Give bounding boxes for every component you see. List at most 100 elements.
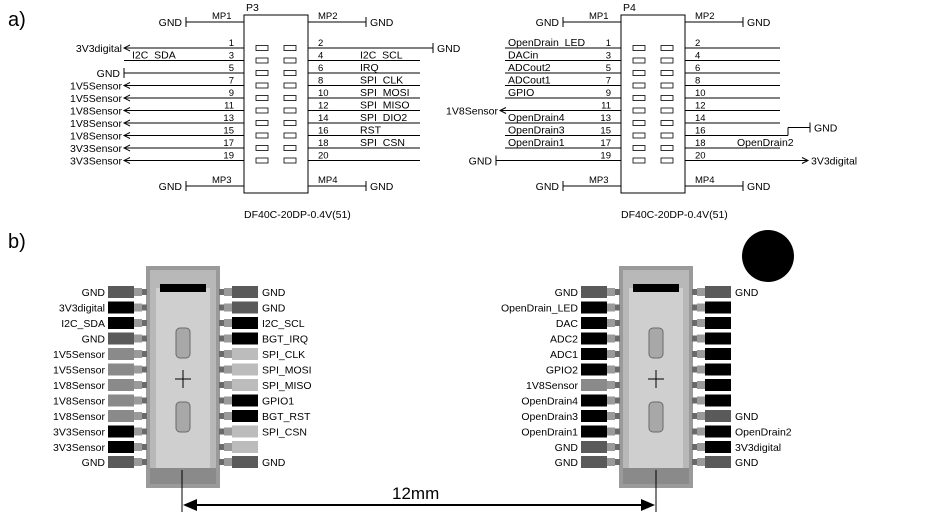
pin-pad xyxy=(283,70,297,76)
pin-number: 5 xyxy=(229,63,234,74)
pin-lead xyxy=(134,427,142,436)
pin-lead xyxy=(607,427,615,436)
pin-lead xyxy=(607,412,615,420)
connector-bottom-lip xyxy=(150,468,216,484)
net-label: 1V8Sensor xyxy=(446,106,498,118)
pin-pad xyxy=(108,301,134,314)
pin-pad xyxy=(255,95,269,101)
pin-pad xyxy=(232,286,258,298)
pin-pad xyxy=(283,45,297,51)
pin-label: GND xyxy=(555,442,579,454)
pin-label: 1V8Sensor xyxy=(53,411,105,423)
pin-number: 7 xyxy=(606,76,611,87)
signal-arrow-icon xyxy=(498,107,507,114)
pin-label: SPI_MISO xyxy=(262,380,312,392)
pin-pad xyxy=(660,45,674,51)
net-label: OpenDrain1 xyxy=(508,137,565,149)
pin-pad xyxy=(581,394,607,407)
pin-pad xyxy=(705,348,731,360)
pin-label: 1V8Sensor xyxy=(53,396,105,408)
pin-label: GND xyxy=(735,287,759,299)
pin-notch xyxy=(219,320,224,326)
pin-number: 3 xyxy=(606,51,611,62)
net-label: GND xyxy=(814,123,838,135)
pin-pad xyxy=(705,456,731,468)
pin-notch xyxy=(692,289,697,295)
pin-notch xyxy=(692,366,697,373)
pin-label: GND xyxy=(262,457,286,469)
pin-lead xyxy=(607,319,615,327)
pin-notch xyxy=(219,459,224,465)
net-label: ADCout2 xyxy=(508,62,551,74)
net-label: 3V3digital xyxy=(76,43,122,55)
connector-part-number: DF40C-20DP-0.4V(51) xyxy=(621,209,728,221)
pin-lead xyxy=(607,458,615,466)
pin-pad xyxy=(660,95,674,101)
pin-notch xyxy=(142,304,147,311)
dimension-left-arrow-icon xyxy=(183,499,197,511)
pin-number: 2 xyxy=(695,38,700,49)
pin-lead xyxy=(607,396,615,405)
pin-lead xyxy=(134,412,142,420)
pin-pad xyxy=(255,82,269,89)
pin-number: 15 xyxy=(600,126,611,137)
connector-top-slot xyxy=(160,284,206,292)
pin-number: 11 xyxy=(601,101,611,112)
pin-number: 16 xyxy=(695,126,706,137)
pin-pad xyxy=(660,107,674,114)
pin-number: 20 xyxy=(695,151,706,162)
pin-label: 1V5Sensor xyxy=(53,349,105,361)
pin-pad xyxy=(108,332,134,345)
pin-pad xyxy=(660,82,674,89)
pin-pad xyxy=(283,57,297,64)
pin-number: 1 xyxy=(606,38,611,49)
pin-number: 17 xyxy=(223,138,234,149)
connector-ref: P3 xyxy=(246,2,259,14)
signal-arrow-icon xyxy=(122,82,131,89)
net-label: 1V5Sensor xyxy=(70,93,122,105)
pin-pad xyxy=(108,317,134,329)
pin-lead xyxy=(697,350,705,358)
pin-notch xyxy=(219,413,224,419)
pin-number: 14 xyxy=(695,113,706,124)
pin-number: 10 xyxy=(695,88,706,99)
pin-pad xyxy=(283,107,297,114)
pin-label: OpenDrain3 xyxy=(521,411,578,423)
connector-top-slot xyxy=(633,284,679,292)
pin-pad xyxy=(108,363,134,376)
pin-notch xyxy=(692,459,697,465)
pin-pad xyxy=(581,317,607,329)
pin-lead xyxy=(224,412,232,420)
dimension-marker: 12mm xyxy=(181,470,657,512)
pin-notch xyxy=(615,366,620,373)
pin-notch xyxy=(142,428,147,435)
pin-label: GND xyxy=(262,287,286,299)
net-label: SPI_MOSI xyxy=(360,87,410,99)
pin-label: 1V8Sensor xyxy=(526,380,578,392)
pin-pad xyxy=(108,425,134,438)
pin-pad xyxy=(283,95,297,101)
pin-pad xyxy=(581,441,607,453)
pin-notch xyxy=(219,382,224,388)
pin-notch xyxy=(692,428,697,435)
connector-body xyxy=(243,14,309,194)
pin-lead xyxy=(134,458,142,466)
pin-notch xyxy=(615,351,620,357)
pin-label: OpenDrain_LED xyxy=(501,303,578,315)
pin-number: 8 xyxy=(318,76,323,87)
signal-arrow-icon xyxy=(122,144,131,152)
pin-notch xyxy=(692,320,697,326)
pin-pad xyxy=(108,456,134,468)
pin-label: GND xyxy=(735,411,759,423)
pin-label: GND xyxy=(82,334,106,346)
pin-pad xyxy=(232,301,258,314)
pin-lead xyxy=(697,443,705,451)
pin-label: BGT_RST xyxy=(262,411,311,423)
pin-pad xyxy=(705,441,731,453)
mounting-pad-label: MP2 xyxy=(695,11,715,22)
pin-notch xyxy=(615,397,620,404)
pin-notch xyxy=(692,335,697,342)
net-label: 3V3Sensor xyxy=(70,156,122,168)
pin-notch xyxy=(142,413,147,419)
